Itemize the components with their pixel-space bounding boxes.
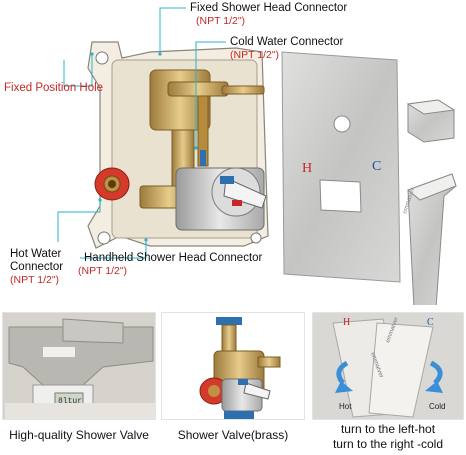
lever-handle: emmatver [402,173,457,305]
brass-valve-art [199,317,281,419]
callout-spec: (NPT 1/2") [10,274,60,286]
valve-illustration: H C emmatver [57,7,457,305]
callout-name-line1: Hot Water [10,248,62,260]
callout-spec: (NPT 1/2") [230,49,280,61]
hot-cold-art: H C emmatver emmatver Hot Cold [313,313,463,419]
callout-dot [90,52,94,56]
right-turn-arrow-icon [429,360,443,385]
hot-cold-hot-mark: H [343,317,350,328]
callout-spec: (NPT 1/2") [196,15,246,27]
fixed-shower-head-callout: Fixed Shower Head Connector (NPT 1/2") [190,2,347,28]
cold-water-callout: Cold Water Connector (NPT 1/2") [230,36,343,62]
scale-readout: 8ltur [58,397,82,406]
callout-dot [98,198,102,202]
trim-hot-mark: H [302,161,312,176]
callout-dot [158,52,162,56]
cartridge-housing [175,167,267,231]
callout-name-line2: Connector [10,261,64,273]
callout-name: Fixed Shower Head Connector [190,2,348,14]
hot-water-inlet [94,167,130,201]
callout-name: Cold Water Connector [230,36,344,48]
turn-instruction-line1: turn to the left-hot [340,422,436,436]
hot-cold-cold-mark: C [427,317,434,328]
callout-spec: (NPT 1/2") [78,265,128,277]
quality-valve-caption: High-quality Shower Valve [9,428,149,442]
hot-water-callout: Hot Water Connector (NPT 1/2") [10,248,63,287]
valve-photo-art: 8ltur [3,313,155,419]
callout-lines [57,7,226,259]
trim-plate: H C [281,51,401,283]
brass-valve-caption: Shower Valve(brass) [177,428,289,442]
hot-label: Hot [339,402,352,411]
left-turn-arrow-icon [336,360,349,385]
turn-instruction-line2: turn to the right -cold [332,437,444,451]
handheld-shower-head-callout: Handheld Shower Head Connector (NPT 1/2"… [78,252,262,278]
callout-dot [194,146,198,150]
cold-label: Cold [429,402,445,411]
callout-dot [144,238,148,242]
brass-valve-photo [161,312,305,420]
hot-cold-handle-photo: H C emmatver emmatver Hot Cold [312,312,464,420]
trim-cold-mark: C [372,159,381,174]
fixed-position-hole-callout: Fixed Position Hole [4,82,103,95]
quality-valve-photo: 8ltur [2,312,156,420]
callout-name: Fixed Position Hole [4,82,104,94]
callout-name: Handheld Shower Head Connector [84,252,263,264]
handle-cap [406,99,456,143]
